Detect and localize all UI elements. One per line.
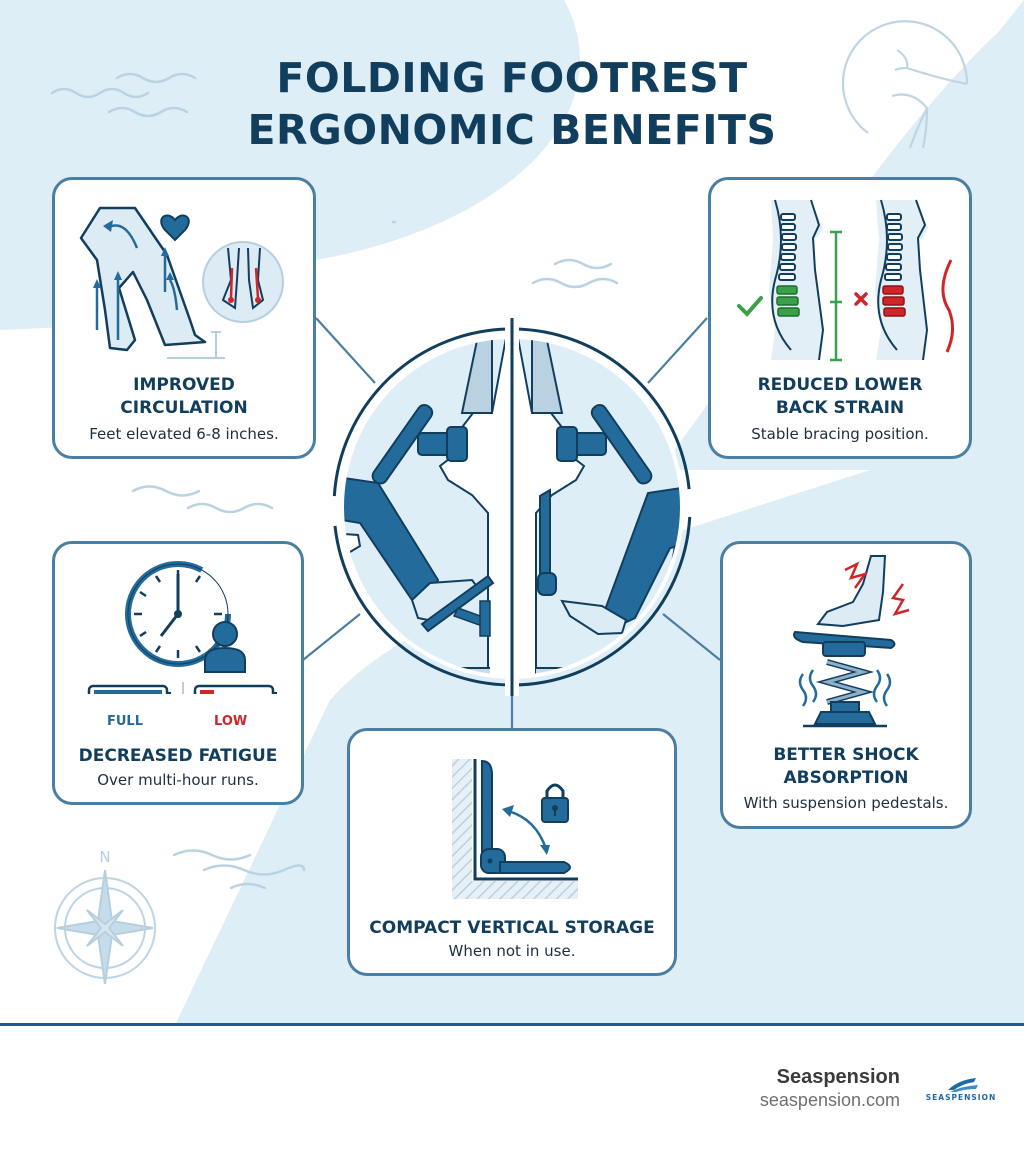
infographic-canvas: N FOLDING FOOTREST ERGONOMIC BENEFITS — [0, 0, 1024, 1025]
title-line-1: FOLDING FOOTREST — [276, 54, 748, 102]
benefit-card-back: REDUCED LOWER BACK STRAIN Stable bracing… — [708, 177, 972, 459]
seaspension-logo: SEASPENSION — [918, 1076, 1004, 1106]
benefit-card-shock: BETTER SHOCK ABSORPTION With suspension … — [720, 541, 972, 829]
benefit-heading: DECREASED FATIGUE — [78, 746, 278, 766]
page-title: FOLDING FOOTREST ERGONOMIC BENEFITS — [0, 52, 1024, 156]
benefit-subtitle: With suspension pedestals. — [743, 794, 949, 812]
brand-url[interactable]: seaspension.com — [759, 1090, 900, 1110]
benefit-subtitle: Over multi-hour runs. — [97, 771, 259, 789]
logo-wordmark: SEASPENSION — [925, 1093, 997, 1102]
spring-pedestal-foot-icon — [793, 555, 910, 728]
anchor-decor-icon — [841, 20, 969, 149]
driver-footrest-comparison-icon — [332, 318, 692, 696]
svg-text:N: N — [99, 848, 110, 866]
folding-bracket-lock-icon — [452, 759, 578, 899]
footer-divider — [0, 1023, 1024, 1026]
benefit-subtitle: When not in use. — [448, 942, 576, 960]
compass-rose-icon — [54, 869, 156, 985]
benefit-card-storage: COMPACT VERTICAL STORAGE When not in use… — [347, 728, 677, 976]
benefit-heading: IMPROVED CIRCULATION — [120, 375, 248, 418]
title-line-2: ERGONOMIC BENEFITS — [247, 106, 777, 154]
elevated-legs-circulation-icon — [79, 206, 284, 359]
battery-full-label: FULL — [107, 714, 144, 729]
boat-logo-icon — [948, 1078, 978, 1092]
benefit-card-fatigue: FULL LOW DECREASED FATIGUE Over multi-ho… — [52, 541, 304, 805]
benefit-subtitle: Feet elevated 6-8 inches. — [89, 425, 279, 443]
brand-name: Seaspension — [776, 1066, 900, 1088]
battery-low-label: LOW — [214, 714, 248, 729]
benefit-heading: REDUCED LOWER BACK STRAIN — [757, 375, 923, 418]
clock-person-battery-icon — [87, 561, 277, 694]
benefit-subtitle: Stable bracing position. — [751, 425, 929, 443]
benefit-heading: COMPACT VERTICAL STORAGE — [369, 918, 655, 938]
benefit-heading: BETTER SHOCK ABSORPTION — [773, 745, 919, 788]
benefit-card-circulation: IMPROVED CIRCULATION Feet elevated 6-8 i… — [52, 177, 316, 459]
spine-posture-comparison-icon — [737, 199, 954, 362]
